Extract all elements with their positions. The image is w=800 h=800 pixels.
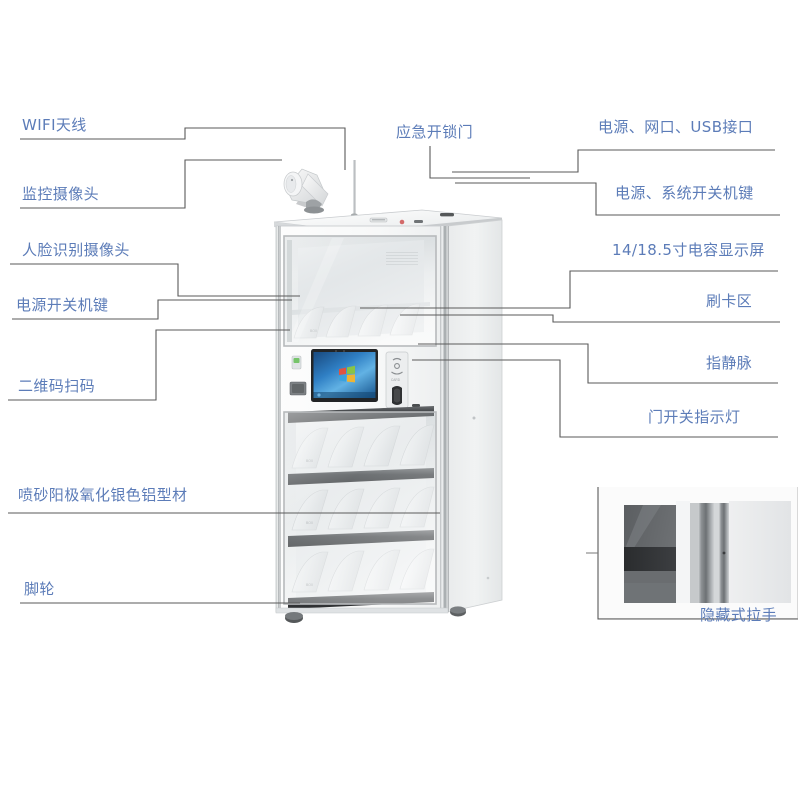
label-power-lan-usb: 电源、网口、USB接口 xyxy=(598,118,754,136)
surveillance-camera-assembly xyxy=(283,168,329,214)
label-power-key: 电源开关机键 xyxy=(16,296,109,314)
label-card-reader: 刷卡区 xyxy=(706,292,753,310)
label-qr-scanner: 二维码扫码 xyxy=(18,377,96,395)
label-cctv-camera: 监控摄像头 xyxy=(22,185,100,203)
svg-text:CARD: CARD xyxy=(391,378,401,382)
smart-cabinet-illustration: BOX xyxy=(262,160,512,630)
label-aluminium-profile: 喷砂阳极氧化银色铝型材 xyxy=(18,486,188,504)
label-caster: 脚轮 xyxy=(24,580,55,598)
label-wifi-antenna: WIFI天线 xyxy=(22,116,87,134)
cabinet-side-panel xyxy=(447,219,503,613)
label-face-camera: 人脸识别摄像头 xyxy=(22,241,130,259)
top-glass-compartment: BOX xyxy=(283,235,437,347)
touch-display xyxy=(311,349,378,402)
control-panel: CARD xyxy=(289,349,409,409)
door-indicator-light xyxy=(412,404,420,407)
lower-shelf-section: BOX BOX xyxy=(283,404,437,609)
hidden-handle-artwork xyxy=(598,487,797,618)
hidden-handle-detail-inset xyxy=(598,487,798,619)
label-display-screen: 14/18.5寸电容显示屏 xyxy=(612,241,765,259)
card-reader-area: CARD xyxy=(385,351,409,409)
aluminium-corner-post xyxy=(440,226,449,612)
wifi-antenna xyxy=(350,160,358,217)
label-emergency-unlock-door: 应急开锁门 xyxy=(396,123,474,141)
label-hidden-handle: 隐藏式拉手 xyxy=(700,606,778,624)
caster-feet xyxy=(275,606,466,623)
label-finger-vein: 指静脉 xyxy=(706,354,753,372)
label-power-system-key: 电源、系统开关机键 xyxy=(615,184,754,202)
label-door-indicator: 门开关指示灯 xyxy=(648,408,741,426)
cabinet-artwork: BOX xyxy=(273,160,503,623)
